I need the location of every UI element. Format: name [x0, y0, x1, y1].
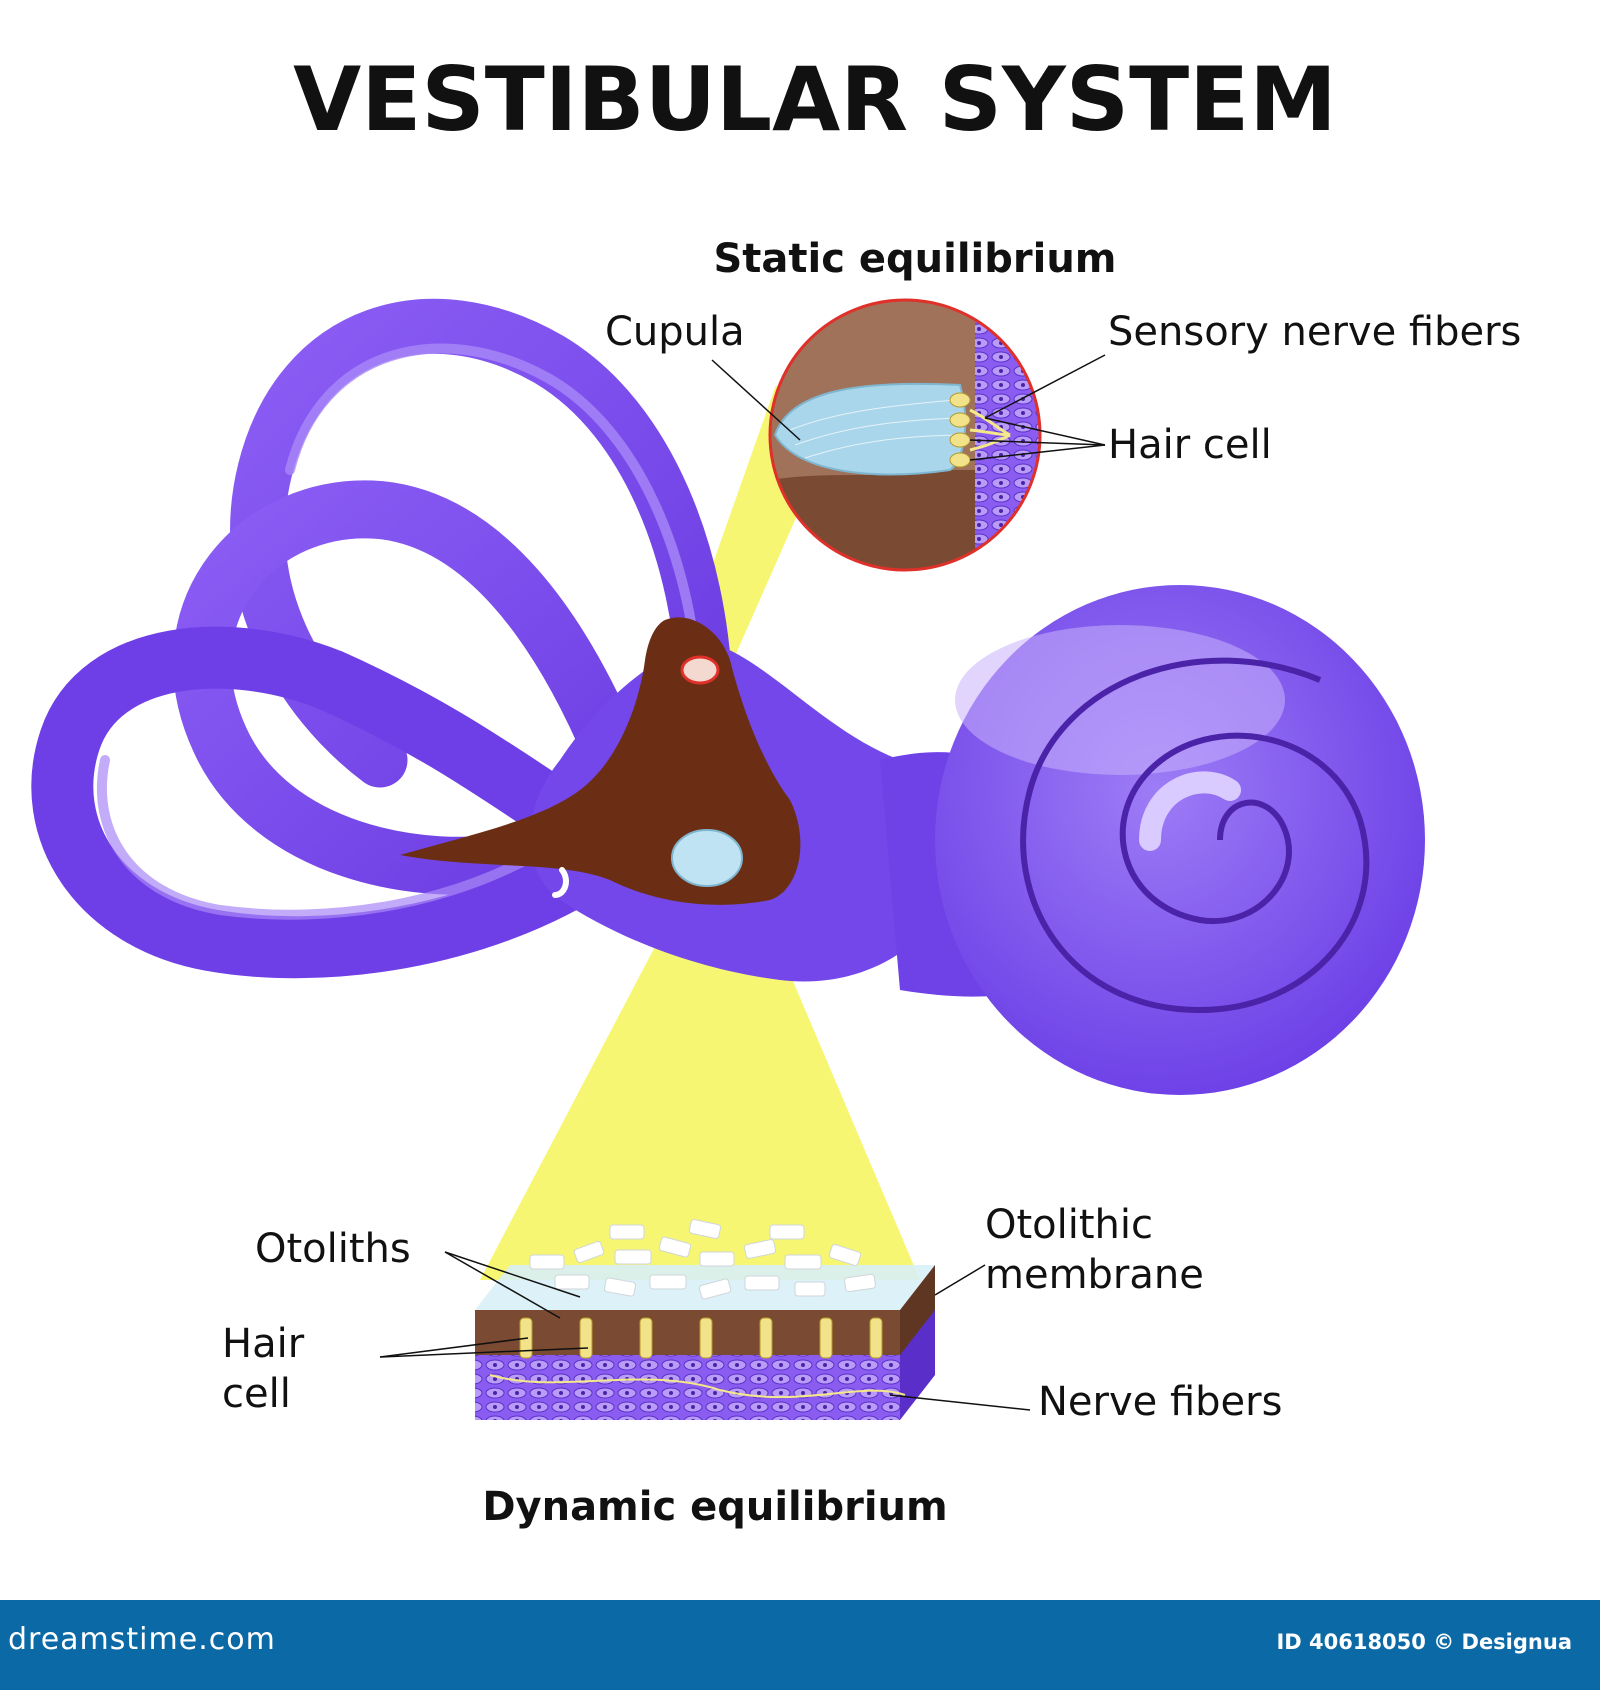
hair-cell-label-dynamic-line1: Hair: [222, 1321, 305, 1367]
sensory-nerve-fibers-label: Sensory nerve fibers: [1108, 309, 1521, 355]
dynamic-spotlight: [480, 880, 920, 1280]
nerve-fibers-label: Nerve fibers: [1038, 1379, 1282, 1425]
vestibular-diagram: VESTIBULAR SYSTEM Static equilibrium Dyn…: [31, 48, 1521, 1530]
footer-brand-logo[interactable]: dreamstime.com: [8, 1622, 276, 1657]
saccule-macula: [671, 829, 743, 887]
cochlea: [935, 585, 1425, 1095]
footer-bar: dreamstime.com ID 40618050 © Designua: [0, 1600, 1600, 1690]
otolithic-membrane-label-line2: membrane: [985, 1252, 1204, 1298]
page-title: VESTIBULAR SYSTEM: [293, 48, 1337, 151]
leader-lines: [379, 354, 1106, 1411]
otoliths-label: Otoliths: [255, 1226, 411, 1272]
dynamic-block: [475, 1219, 935, 1420]
static-zoom: [768, 298, 1042, 572]
cupula-label: Cupula: [605, 309, 745, 355]
static-equilibrium-heading: Static equilibrium: [714, 236, 1117, 282]
ampulla-marker: [680, 655, 720, 685]
semicircular-canals: [31, 298, 733, 979]
footer-credit: ID 40618050 © Designua: [1276, 1630, 1572, 1654]
hair-cell-label-dynamic-line2: cell: [222, 1371, 291, 1417]
otolithic-membrane-label-line1: Otolithic: [985, 1202, 1153, 1248]
hair-cell-label-static: Hair cell: [1108, 422, 1272, 468]
dynamic-equilibrium-heading: Dynamic equilibrium: [482, 1484, 947, 1530]
